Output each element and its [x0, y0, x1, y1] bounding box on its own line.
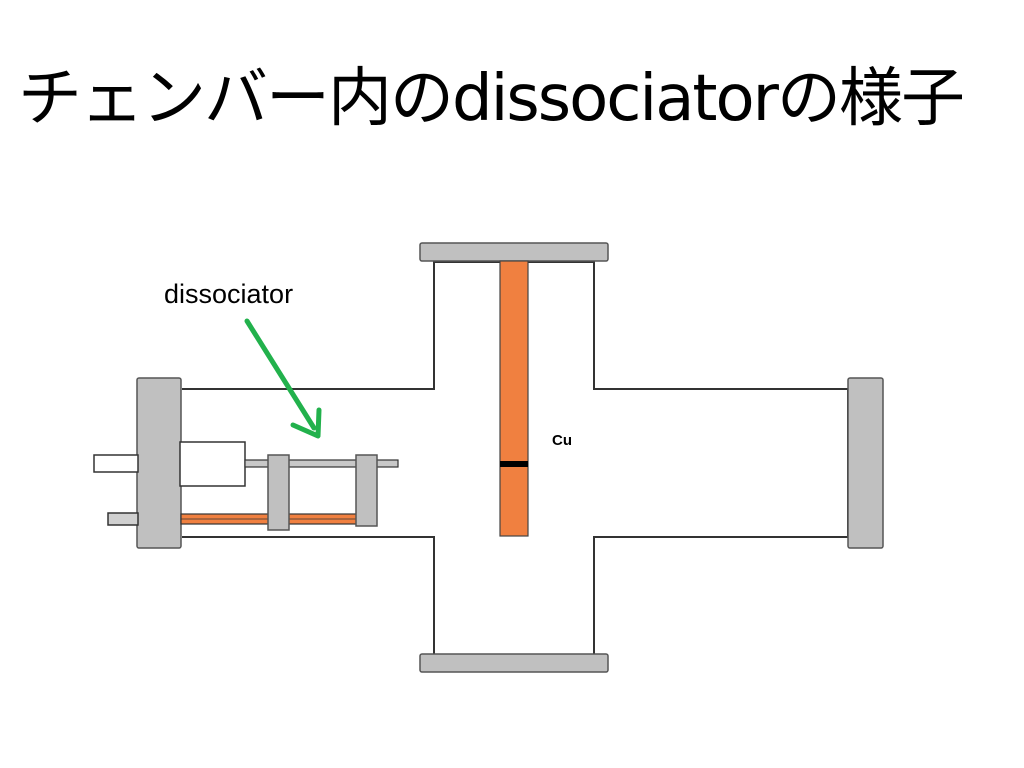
feedthrough-upper-outer — [93, 454, 139, 473]
support-clamp-2 — [355, 454, 378, 527]
copper-target-band — [500, 461, 528, 467]
bottom-flange — [419, 653, 609, 673]
dissociator-label: dissociator — [164, 279, 293, 309]
feedthrough-lower-outer — [107, 512, 139, 526]
copper-label: Cu — [552, 432, 572, 449]
dissociator-arrow-shaft — [244, 318, 317, 431]
support-rod — [244, 459, 399, 468]
top-flange — [419, 242, 609, 262]
mount-block — [179, 441, 246, 487]
right-flange — [847, 377, 884, 549]
copper-target-rod — [499, 260, 529, 537]
support-clamp-1 — [267, 454, 290, 531]
dissociator-arrow-head — [290, 407, 322, 439]
slide-title: チェンバー内のdissociatorの様子 — [18, 62, 965, 136]
left-flange — [136, 377, 182, 549]
